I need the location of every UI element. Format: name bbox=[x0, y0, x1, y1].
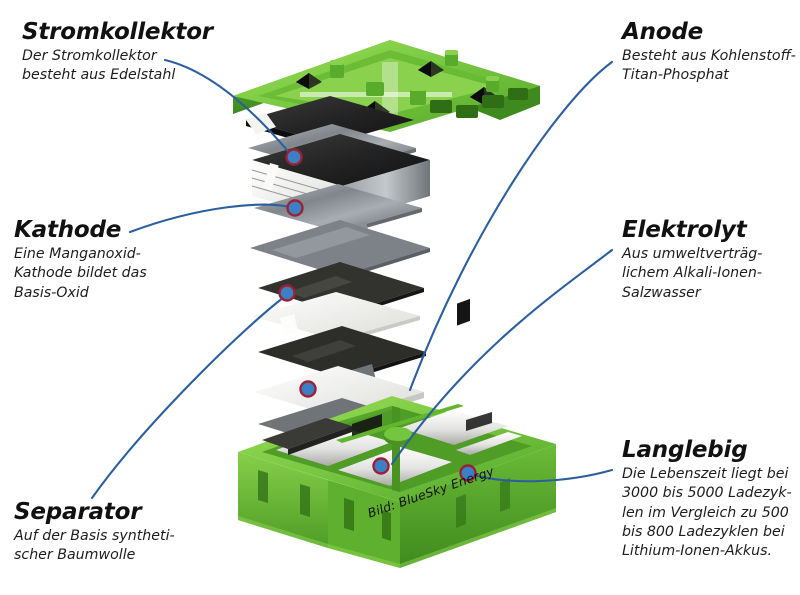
callout-dots bbox=[278, 148, 477, 482]
callout-title-langlebig: Langlebig bbox=[622, 437, 748, 463]
callout-separator: Separator Auf der Basis syntheti- scher … bbox=[14, 500, 175, 566]
tray-assembly bbox=[238, 298, 556, 568]
callout-line: Besteht aus Kohlenstoff- bbox=[622, 48, 796, 65]
callout-body-langlebig: Die Lebenszeit liegt bei 3000 bis 5000 L… bbox=[622, 465, 792, 562]
callout-elektrolyt: Elektrolyt Aus umweltverträg- lichem Alk… bbox=[622, 218, 762, 303]
leader-line-separator bbox=[90, 292, 290, 500]
callout-dot-langlebig bbox=[459, 464, 477, 482]
callout-line: lichem Alkali-Ionen- bbox=[622, 265, 762, 282]
callout-line: Aus umweltverträg- bbox=[622, 246, 763, 263]
callout-line: Die Lebenszeit liegt bei bbox=[622, 466, 789, 483]
callout-title-elektrolyt: Elektrolyt bbox=[622, 217, 747, 243]
callout-title-anode: Anode bbox=[622, 19, 704, 45]
callout-line: besteht aus Edelstahl bbox=[22, 67, 176, 84]
callout-kathode: Kathode Eine Manganoxid- Kathode bildet … bbox=[14, 218, 147, 303]
callout-langlebig: Langlebig Die Lebenszeit liegt bei 3000 … bbox=[622, 438, 792, 562]
callout-body-separator: Auf der Basis syntheti- scher Baumwolle bbox=[14, 527, 175, 566]
callout-body-elektrolyt: Aus umweltverträg- lichem Alkali-Ionen- … bbox=[622, 245, 762, 303]
callout-anode: Anode Besteht aus Kohlenstoff- Titan-Pho… bbox=[622, 20, 796, 86]
leader-line-langlebig bbox=[468, 468, 614, 483]
callout-line: Der Stromkollektor bbox=[22, 48, 157, 65]
callout-line: Kathode bildet das bbox=[14, 265, 147, 282]
leader-line-stromkollektor bbox=[163, 58, 294, 158]
callout-dot-separator bbox=[278, 284, 296, 302]
callout-dot-elektrolyt bbox=[372, 457, 390, 475]
callout-title-stromkollektor: Stromkollektor bbox=[22, 19, 213, 45]
callout-stromkollektor: Stromkollektor Der Stromkollektor besteh… bbox=[22, 20, 213, 86]
callout-line: 3000 bis 5000 Ladezyk- bbox=[622, 485, 792, 502]
callout-dot-anode bbox=[299, 380, 317, 398]
callout-body-stromkollektor: Der Stromkollektor besteht aus Edelstahl bbox=[22, 47, 213, 86]
callout-body-kathode: Eine Manganoxid- Kathode bildet das Basi… bbox=[14, 245, 147, 303]
callout-line: Eine Manganoxid- bbox=[14, 246, 141, 263]
callout-line: len im Vergleich zu 500 bbox=[622, 504, 789, 521]
callout-title-separator: Separator bbox=[14, 499, 142, 525]
callout-line: scher Baumwolle bbox=[14, 547, 136, 564]
leader-line-anode bbox=[408, 60, 614, 392]
callout-line: Basis-Oxid bbox=[14, 284, 89, 301]
callout-body-anode: Besteht aus Kohlenstoff- Titan-Phosphat bbox=[622, 47, 796, 86]
leader-line-elektrolyt bbox=[390, 248, 614, 466]
callout-line: bis 800 Ladezyklen bei bbox=[622, 524, 785, 541]
callout-line: Auf der Basis syntheti- bbox=[14, 528, 175, 545]
stack-layer-cell-block bbox=[251, 134, 430, 222]
leader-line-kathode bbox=[128, 203, 296, 234]
callout-line: Salzwasser bbox=[622, 284, 701, 301]
callout-title-kathode: Kathode bbox=[14, 217, 122, 243]
callout-line: Lithium-Ionen-Akkus. bbox=[622, 543, 773, 560]
callout-dot-stromkollektor bbox=[285, 148, 303, 166]
callout-dot-kathode bbox=[286, 199, 304, 217]
callout-line: Titan-Phosphat bbox=[622, 67, 729, 84]
